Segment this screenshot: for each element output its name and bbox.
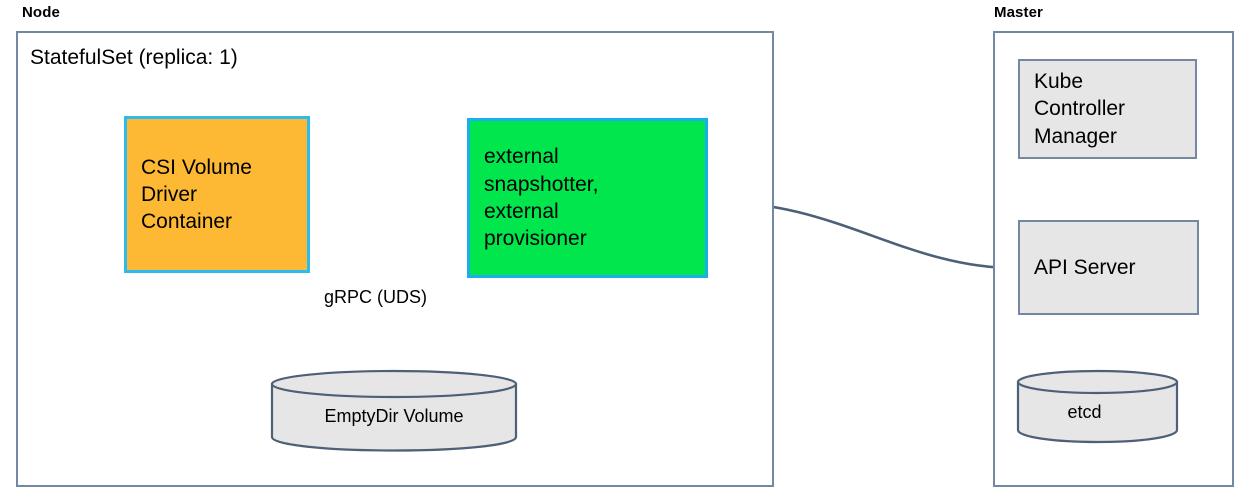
statefulset-title: StatefulSet (replica: 1) — [30, 46, 238, 69]
etcd-label: etcd — [1067, 402, 1102, 422]
etcd-cylinder[interactable]: etcd — [1016, 369, 1179, 444]
emptydir-volume-cylinder[interactable]: EmptyDir Volume — [270, 369, 518, 452]
api-server-box[interactable]: API Server — [1018, 220, 1199, 315]
external-snapshotter-provisioner-label: external snapshotter, external provision… — [484, 145, 599, 251]
api-server-label: API Server — [1034, 255, 1136, 279]
kube-controller-manager-label: Kube Controller Manager — [1034, 70, 1126, 148]
csi-volume-driver-container-box[interactable]: CSI Volume Driver Container — [124, 116, 310, 273]
kube-controller-manager-box[interactable]: Kube Controller Manager — [1018, 59, 1197, 159]
grpc-uds-edge-label: gRPC (UDS) — [324, 287, 428, 307]
external-snapshotter-provisioner-box[interactable]: external snapshotter, external provision… — [467, 118, 708, 278]
node-group-caption: Node — [22, 4, 60, 21]
emptydir-volume-label: EmptyDir Volume — [324, 406, 464, 426]
master-group-caption: Master — [994, 4, 1043, 21]
csi-volume-driver-container-label: CSI Volume Driver Container — [141, 155, 252, 234]
